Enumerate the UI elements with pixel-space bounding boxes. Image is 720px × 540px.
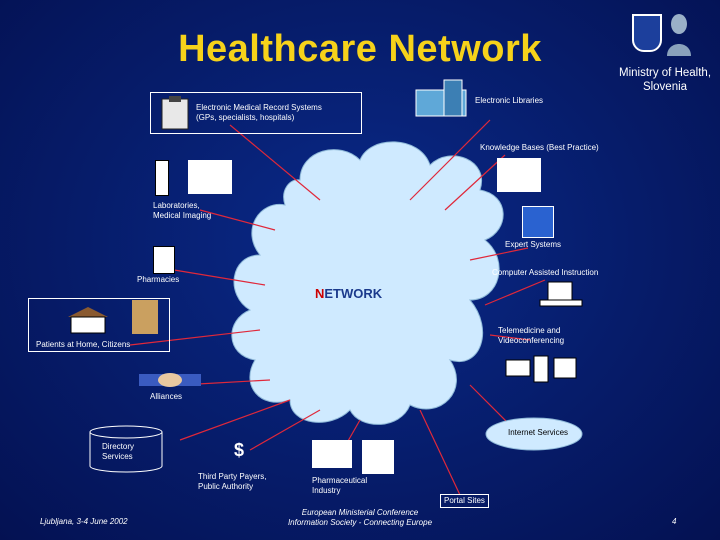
footer-center-line1: European Ministerial Conference [301, 508, 419, 517]
connector-lines [129, 119, 546, 496]
internet-label: Internet Services [508, 428, 569, 437]
pharmacies-label: Pharmacies [137, 275, 180, 284]
caduceus-icon [362, 440, 394, 474]
directory-line2: Services [102, 452, 133, 461]
computer-workstation-icon [539, 281, 583, 307]
ministry-label: Ministry of Health, Slovenia [610, 66, 720, 94]
page-title: Healthcare Network [178, 28, 542, 70]
pharma-line2: Industry [312, 486, 341, 495]
researcher-microscope-icon [497, 158, 541, 192]
directory-label: Directory Services [102, 442, 134, 462]
ministry-line1: Ministry of Health, [618, 67, 712, 79]
directory-database-icon [89, 425, 163, 473]
telemed-line2: Videoconferencing [498, 336, 565, 345]
pharmacy-icon [153, 246, 175, 274]
network-cloud [231, 141, 504, 425]
clipboard-icon [161, 96, 189, 130]
page-number: 4 [672, 517, 677, 526]
ministry-line2: Slovenia [642, 81, 688, 93]
pharma-line1: Pharmaceutical [312, 476, 368, 485]
pharma-label: Pharmaceutical Industry [312, 476, 367, 496]
emr-box [150, 92, 362, 134]
footer-center-line2: Information Society - Connecting Europe [287, 518, 433, 527]
patients-label: Patients at Home, Citizens [36, 340, 131, 349]
directory-line1: Directory [102, 442, 135, 451]
xray-chest-icon [188, 160, 232, 194]
third-party-label: Third Party Payers, Public Authority [198, 472, 266, 492]
alliances-label: Alliances [150, 392, 183, 401]
factory-icon [312, 440, 352, 468]
handshake-icon [139, 373, 201, 387]
labs-line1: Laboratories, [153, 201, 200, 210]
expert-label: Expert Systems [505, 240, 562, 249]
server-rack-icon [415, 79, 467, 117]
telemed-label: Telemedicine and Videoconferencing [498, 326, 564, 346]
internet-cloud-icon [485, 417, 583, 451]
emr-line1: Electronic Medical Record Systems [196, 103, 322, 112]
network-center-label: NETWORK [315, 286, 382, 301]
network-rest: ETWORK [324, 286, 383, 301]
slovenia-crest-icon [632, 14, 662, 52]
bust-icon [667, 14, 691, 56]
labs-label: Laboratories, Medical Imaging [153, 201, 211, 221]
network-first-letter: N [315, 286, 325, 301]
videocamera-icon [505, 355, 577, 383]
telemed-line1: Telemedicine and [498, 326, 561, 335]
knowledge-label: Knowledge Bases (Best Practice) [480, 143, 599, 152]
ruler-icon [155, 160, 169, 196]
emr-line2: (GPs, specialists, hospitals) [196, 113, 295, 122]
graduate-computer-icon [522, 206, 554, 238]
dollar-symbol: $ [234, 440, 245, 460]
emr-label: Electronic Medical Record Systems (GPs, … [196, 103, 322, 123]
patients-box [28, 298, 170, 352]
portal-box: Portal Sites [440, 494, 489, 508]
labs-line2: Medical Imaging [153, 211, 212, 220]
footer-left: Ljubljana, 3-4 June 2002 [40, 517, 128, 526]
libraries-label: Electronic Libraries [475, 96, 544, 105]
cai-label: Computer Assisted Instruction [492, 268, 599, 277]
house-icon [68, 307, 108, 334]
third-party-line2: Public Authority [198, 482, 254, 491]
family-icon [132, 300, 158, 334]
third-party-line1: Third Party Payers, [198, 472, 267, 481]
footer-center: European Ministerial Conference Informat… [280, 508, 440, 528]
